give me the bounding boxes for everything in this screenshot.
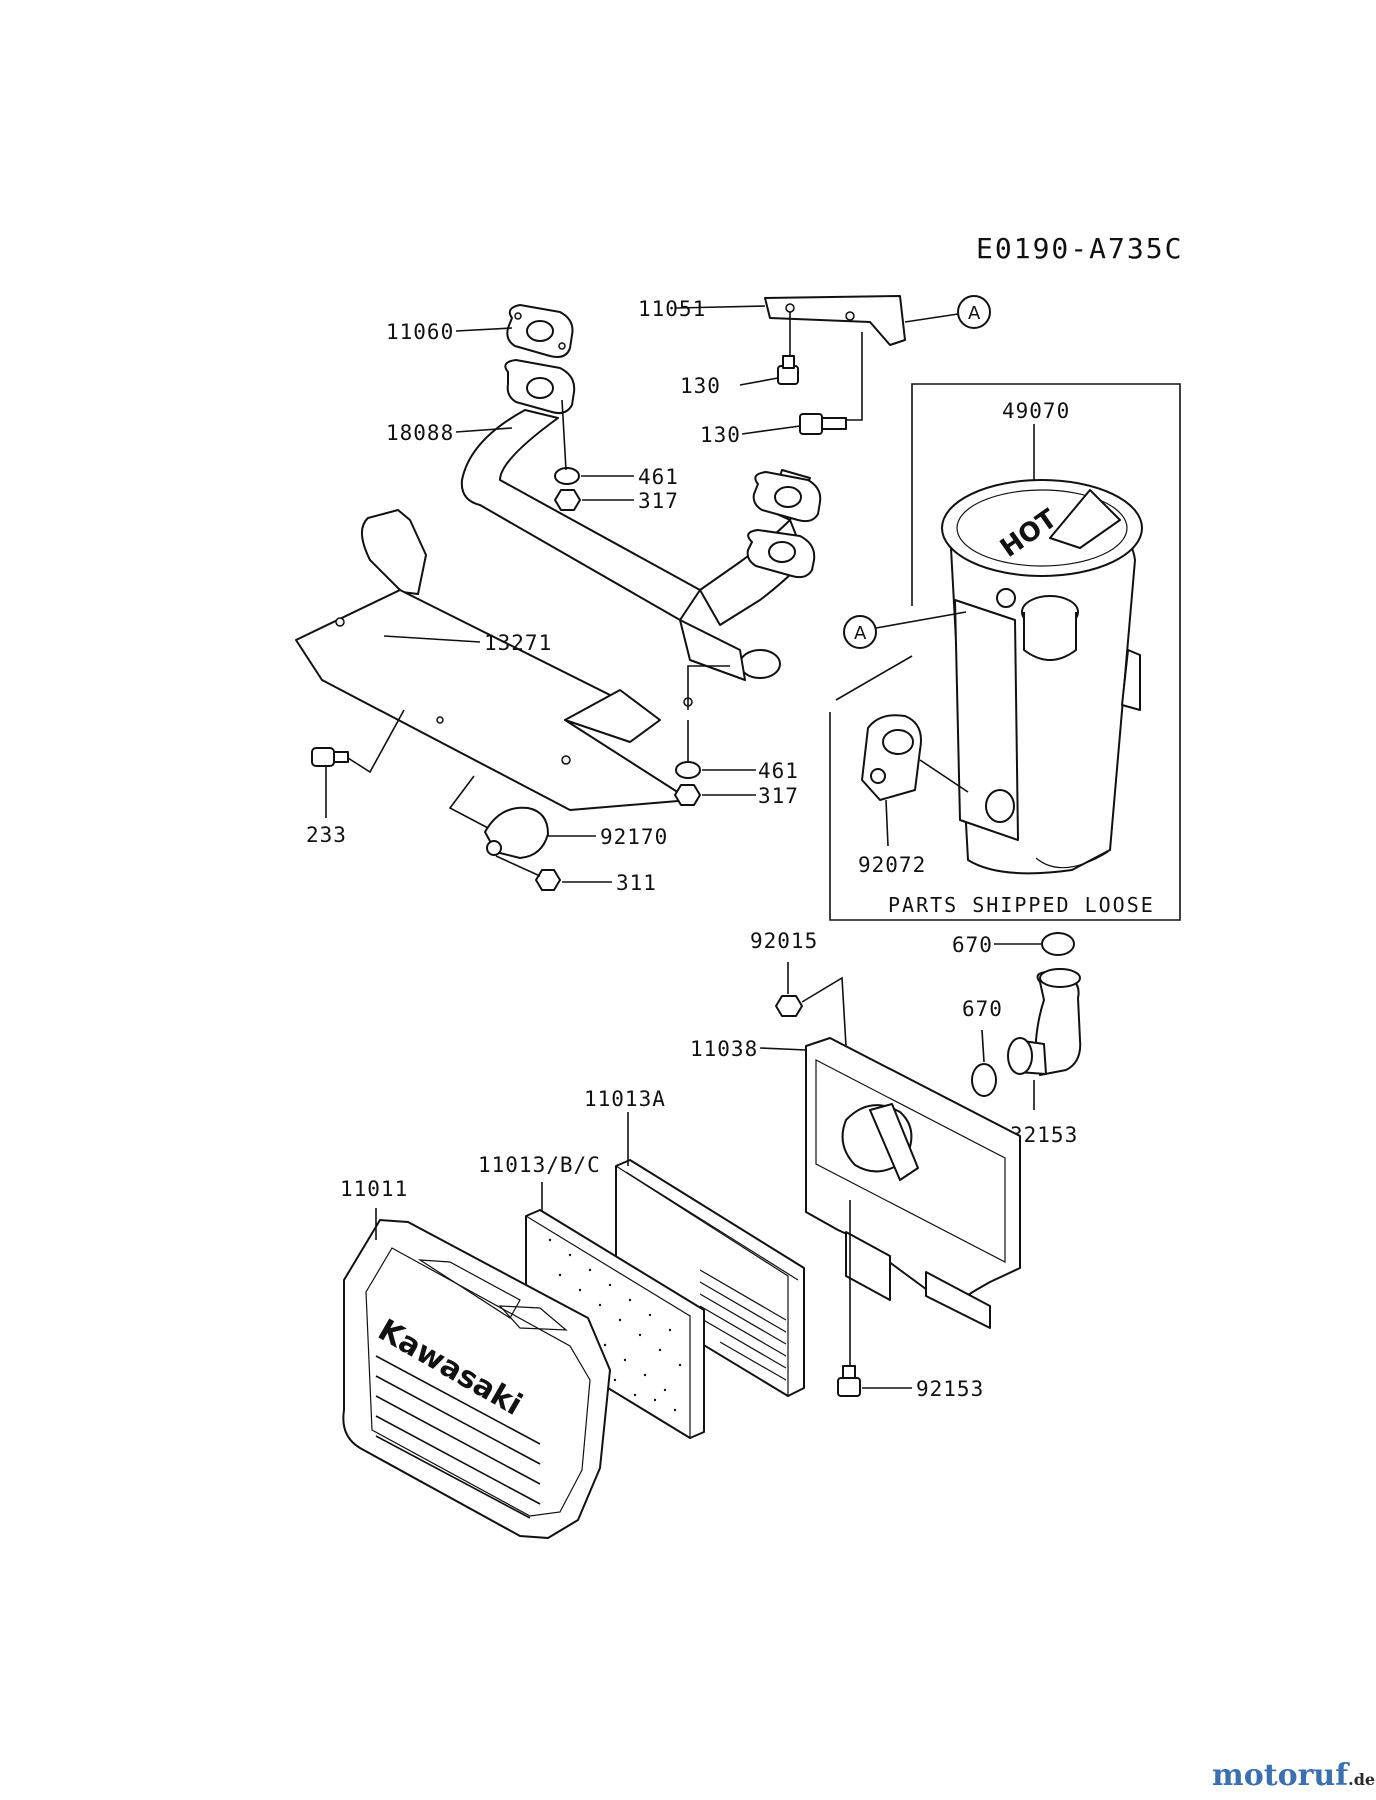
nut-92015 [775, 995, 803, 1017]
label-233: 233 [306, 823, 347, 847]
label-92015: 92015 [750, 929, 818, 953]
elbow-32153 [1007, 968, 1082, 1076]
nut-317-lower [674, 784, 701, 806]
label-317-a: 317 [638, 489, 679, 513]
label-11038: 11038 [690, 1037, 758, 1061]
o-ring-670-lower [971, 1063, 997, 1097]
watermark-brand: motoruf [1212, 1758, 1350, 1793]
leader-11060 [455, 327, 513, 332]
label-11013BC: 11013/B/C [478, 1153, 601, 1177]
bolt-233 [311, 747, 349, 767]
bolt-130-upper [777, 355, 799, 385]
label-461-a: 461 [638, 465, 679, 489]
label-130-b: 130 [700, 423, 741, 447]
label-92072: 92072 [858, 853, 926, 877]
leader-11051 [675, 305, 766, 309]
svg-text:motoruf.de: motoruf.de [1212, 1758, 1375, 1793]
leader-stud-lower [687, 665, 730, 710]
leader-130-b [741, 425, 801, 435]
leader-stud [561, 399, 567, 471]
label-11011: 11011 [340, 1177, 408, 1201]
label-49070: 49070 [1002, 399, 1070, 423]
label-130-a: 130 [680, 374, 721, 398]
label-13271: 13271 [484, 631, 552, 655]
loose-parts-box [829, 383, 1181, 921]
screw-92153 [837, 1365, 861, 1397]
clamp-92072 [861, 714, 922, 801]
loose-parts-note: PARTS SHIPPED LOOSE [888, 893, 1155, 917]
loose-parts-box-break [835, 655, 913, 701]
leader-18088 [455, 427, 513, 433]
nut-461-lower [675, 761, 701, 779]
leader-ref-a-top [904, 313, 959, 323]
o-ring-670-upper [1041, 932, 1075, 956]
label-32153: 32153 [1010, 1123, 1078, 1147]
muffler-49070 [941, 479, 1143, 875]
leader-clamp-mount [448, 775, 489, 829]
label-18088: 18088 [386, 421, 454, 445]
label-317-b: 317 [758, 784, 799, 808]
ref-a-top [957, 295, 991, 329]
ref-a-muffler [843, 615, 877, 649]
leader-233-bolt [347, 709, 405, 774]
watermark-suffix: .de [1348, 1770, 1375, 1789]
leader-nut-311 [495, 855, 541, 877]
leader-670-b [981, 1029, 985, 1063]
leader-92072 [885, 799, 889, 847]
leader-11038 [759, 1047, 807, 1051]
leader-ref-a-muffler [875, 611, 967, 629]
gasket-11060 [506, 304, 574, 358]
label-11051: 11051 [638, 297, 706, 321]
nut-317-upper [554, 489, 581, 511]
nut-461-upper [554, 467, 580, 485]
gasket-outlet [752, 471, 822, 523]
label-670-a: 670 [952, 933, 993, 957]
leader-clamp-muffler [919, 759, 969, 793]
label-92153: 92153 [916, 1377, 984, 1401]
leader-bolt-lower [846, 332, 863, 421]
air-cleaner-base-11038 [805, 1037, 1021, 1329]
leader-130-a [739, 377, 779, 386]
label-311: 311 [616, 871, 657, 895]
label-92170: 92170 [600, 825, 668, 849]
air-cleaner-cover-11011 [342, 1219, 611, 1539]
label-11060: 11060 [386, 320, 454, 344]
diagram-code: E0190-A735C [976, 232, 1183, 265]
nut-311 [535, 869, 561, 891]
bolt-130-lower [799, 413, 847, 435]
leader-13271 [383, 635, 481, 643]
label-11013A: 11013A [584, 1087, 666, 1111]
ref-a-muffler-letter: A [854, 623, 867, 644]
label-461-b: 461 [758, 759, 799, 783]
motoruf-watermark: motoruf.de [1212, 1758, 1375, 1793]
ref-a-top-letter: A [968, 303, 981, 324]
heat-shield-13271 [295, 509, 693, 811]
label-670-b: 670 [962, 997, 1003, 1021]
clamp-92170 [484, 806, 549, 859]
bracket-11051 [764, 295, 906, 346]
